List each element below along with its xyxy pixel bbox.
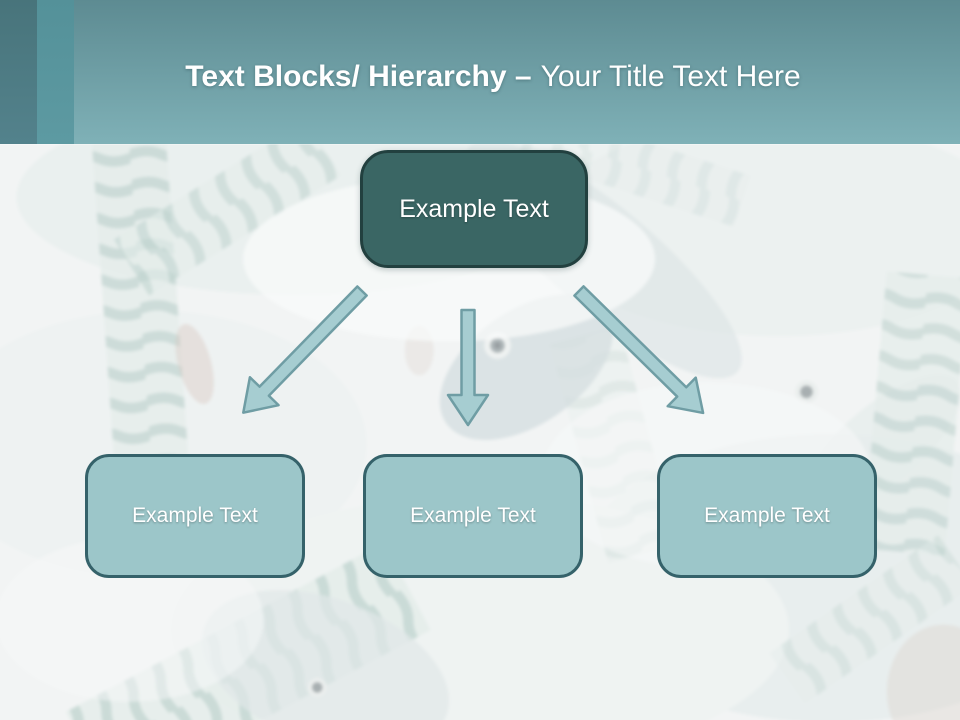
hierarchy-child-box-2[interactable]: Example Text (363, 454, 583, 578)
background-photo-fish (0, 144, 960, 720)
child-box-label: Example Text (132, 504, 258, 527)
hierarchy-child-box-1[interactable]: Example Text (85, 454, 305, 578)
slide-title[interactable]: Text Blocks/ Hierarchy – Your Title Text… (0, 0, 960, 144)
title-bar (0, 0, 960, 144)
arrow-down-left-icon[interactable] (229, 277, 376, 427)
fish-photo-art (0, 144, 960, 720)
child-box-label: Example Text (410, 504, 536, 527)
header-accent-stripe-dark (0, 0, 37, 144)
root-box-label: Example Text (399, 194, 549, 223)
arrow-down-right-icon[interactable] (565, 277, 717, 427)
header-accent-stripe-light (37, 0, 74, 144)
title-subtitle: Your Title Text Here (540, 60, 801, 93)
hierarchy-child-box-3[interactable]: Example Text (657, 454, 877, 578)
hierarchy-root-box[interactable]: Example Text (360, 150, 588, 268)
child-box-label: Example Text (704, 504, 830, 527)
title-emphasis: Text Blocks/ Hierarchy – (185, 60, 532, 93)
arrow-down-icon[interactable] (446, 308, 490, 427)
